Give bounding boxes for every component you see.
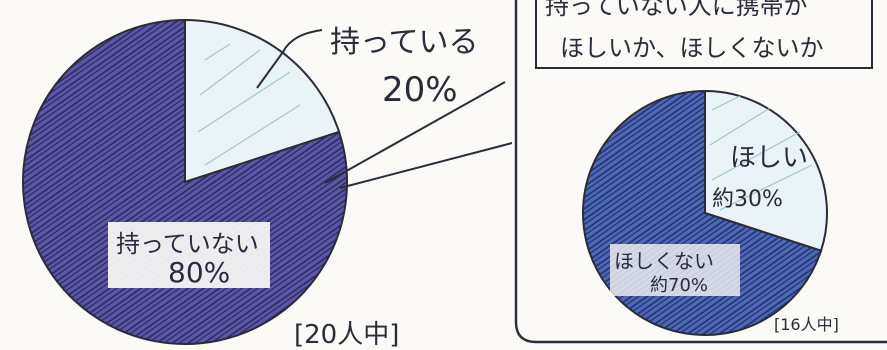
- pie2-minor-shading-1: [709, 107, 771, 146]
- pie2-minor-shading-3: [719, 164, 813, 211]
- pie-chart-want-phone: [582, 89, 828, 336]
- pie1-slice-minor: [184, 18, 341, 184]
- pie1-major-label: 持っていない: [116, 230, 259, 258]
- pie2-note: [16人中]: [774, 315, 839, 334]
- pie2-minor-value: 約30%: [712, 187, 783, 212]
- pie1-note-box: [292, 316, 432, 348]
- inset-title-box: [535, 0, 873, 69]
- pie1-minor-leader: [256, 29, 323, 89]
- inset-title-line2: ほしいか、ほしくないか: [560, 34, 824, 62]
- connector-lower: [339, 142, 513, 189]
- pie2-major-value: 約70%: [650, 275, 708, 296]
- pie2-minor-shading-0: [711, 95, 741, 111]
- inset-frame: [514, 0, 887, 344]
- pie1-minor-shading-2: [197, 71, 291, 133]
- pie1-minor-label: 持っている: [330, 25, 479, 60]
- pie1-major-value: 80%: [168, 256, 230, 289]
- pie1-minor-shading-3: [204, 104, 301, 166]
- pie2-slice-minor: [704, 89, 828, 252]
- pie2-minor-label: ほしい: [730, 143, 808, 173]
- pie1-minor-shading-1: [199, 49, 261, 96]
- pie-chart-owners: [22, 18, 348, 345]
- pie1-minor-value: 20%: [382, 70, 458, 110]
- pie1-major-label-box: [108, 222, 270, 288]
- pie2-minor-shading-2: [711, 131, 801, 181]
- pie1-note: [20人中]: [294, 320, 399, 350]
- connector-upper: [324, 81, 506, 184]
- pie2-major-label: ほしくない: [614, 249, 714, 273]
- inset-title-line1: 持っていない人に携帯が: [545, 0, 808, 20]
- pie1-minor-shading-0: [204, 43, 231, 61]
- pie2-major-label-box: [610, 244, 740, 296]
